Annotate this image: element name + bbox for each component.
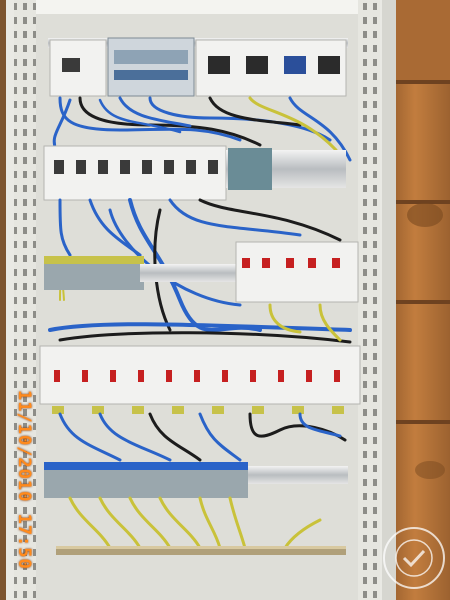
breaker-row-3: [39, 345, 361, 414]
terminal-block-bottom: [44, 462, 348, 498]
breaker-row-2: [43, 145, 346, 201]
wiring-lower: [48, 303, 352, 344]
earth-wires: [68, 496, 322, 550]
wiring-bottom: [58, 412, 347, 462]
earth-busbar: [56, 546, 346, 555]
date-stamp: 11/10/2010 17:50: [14, 390, 34, 570]
watermark-seal: [383, 527, 445, 589]
top-breaker-row: [48, 37, 348, 97]
terminal-block-mid: [44, 241, 359, 303]
wiring-top: [52, 96, 352, 162]
